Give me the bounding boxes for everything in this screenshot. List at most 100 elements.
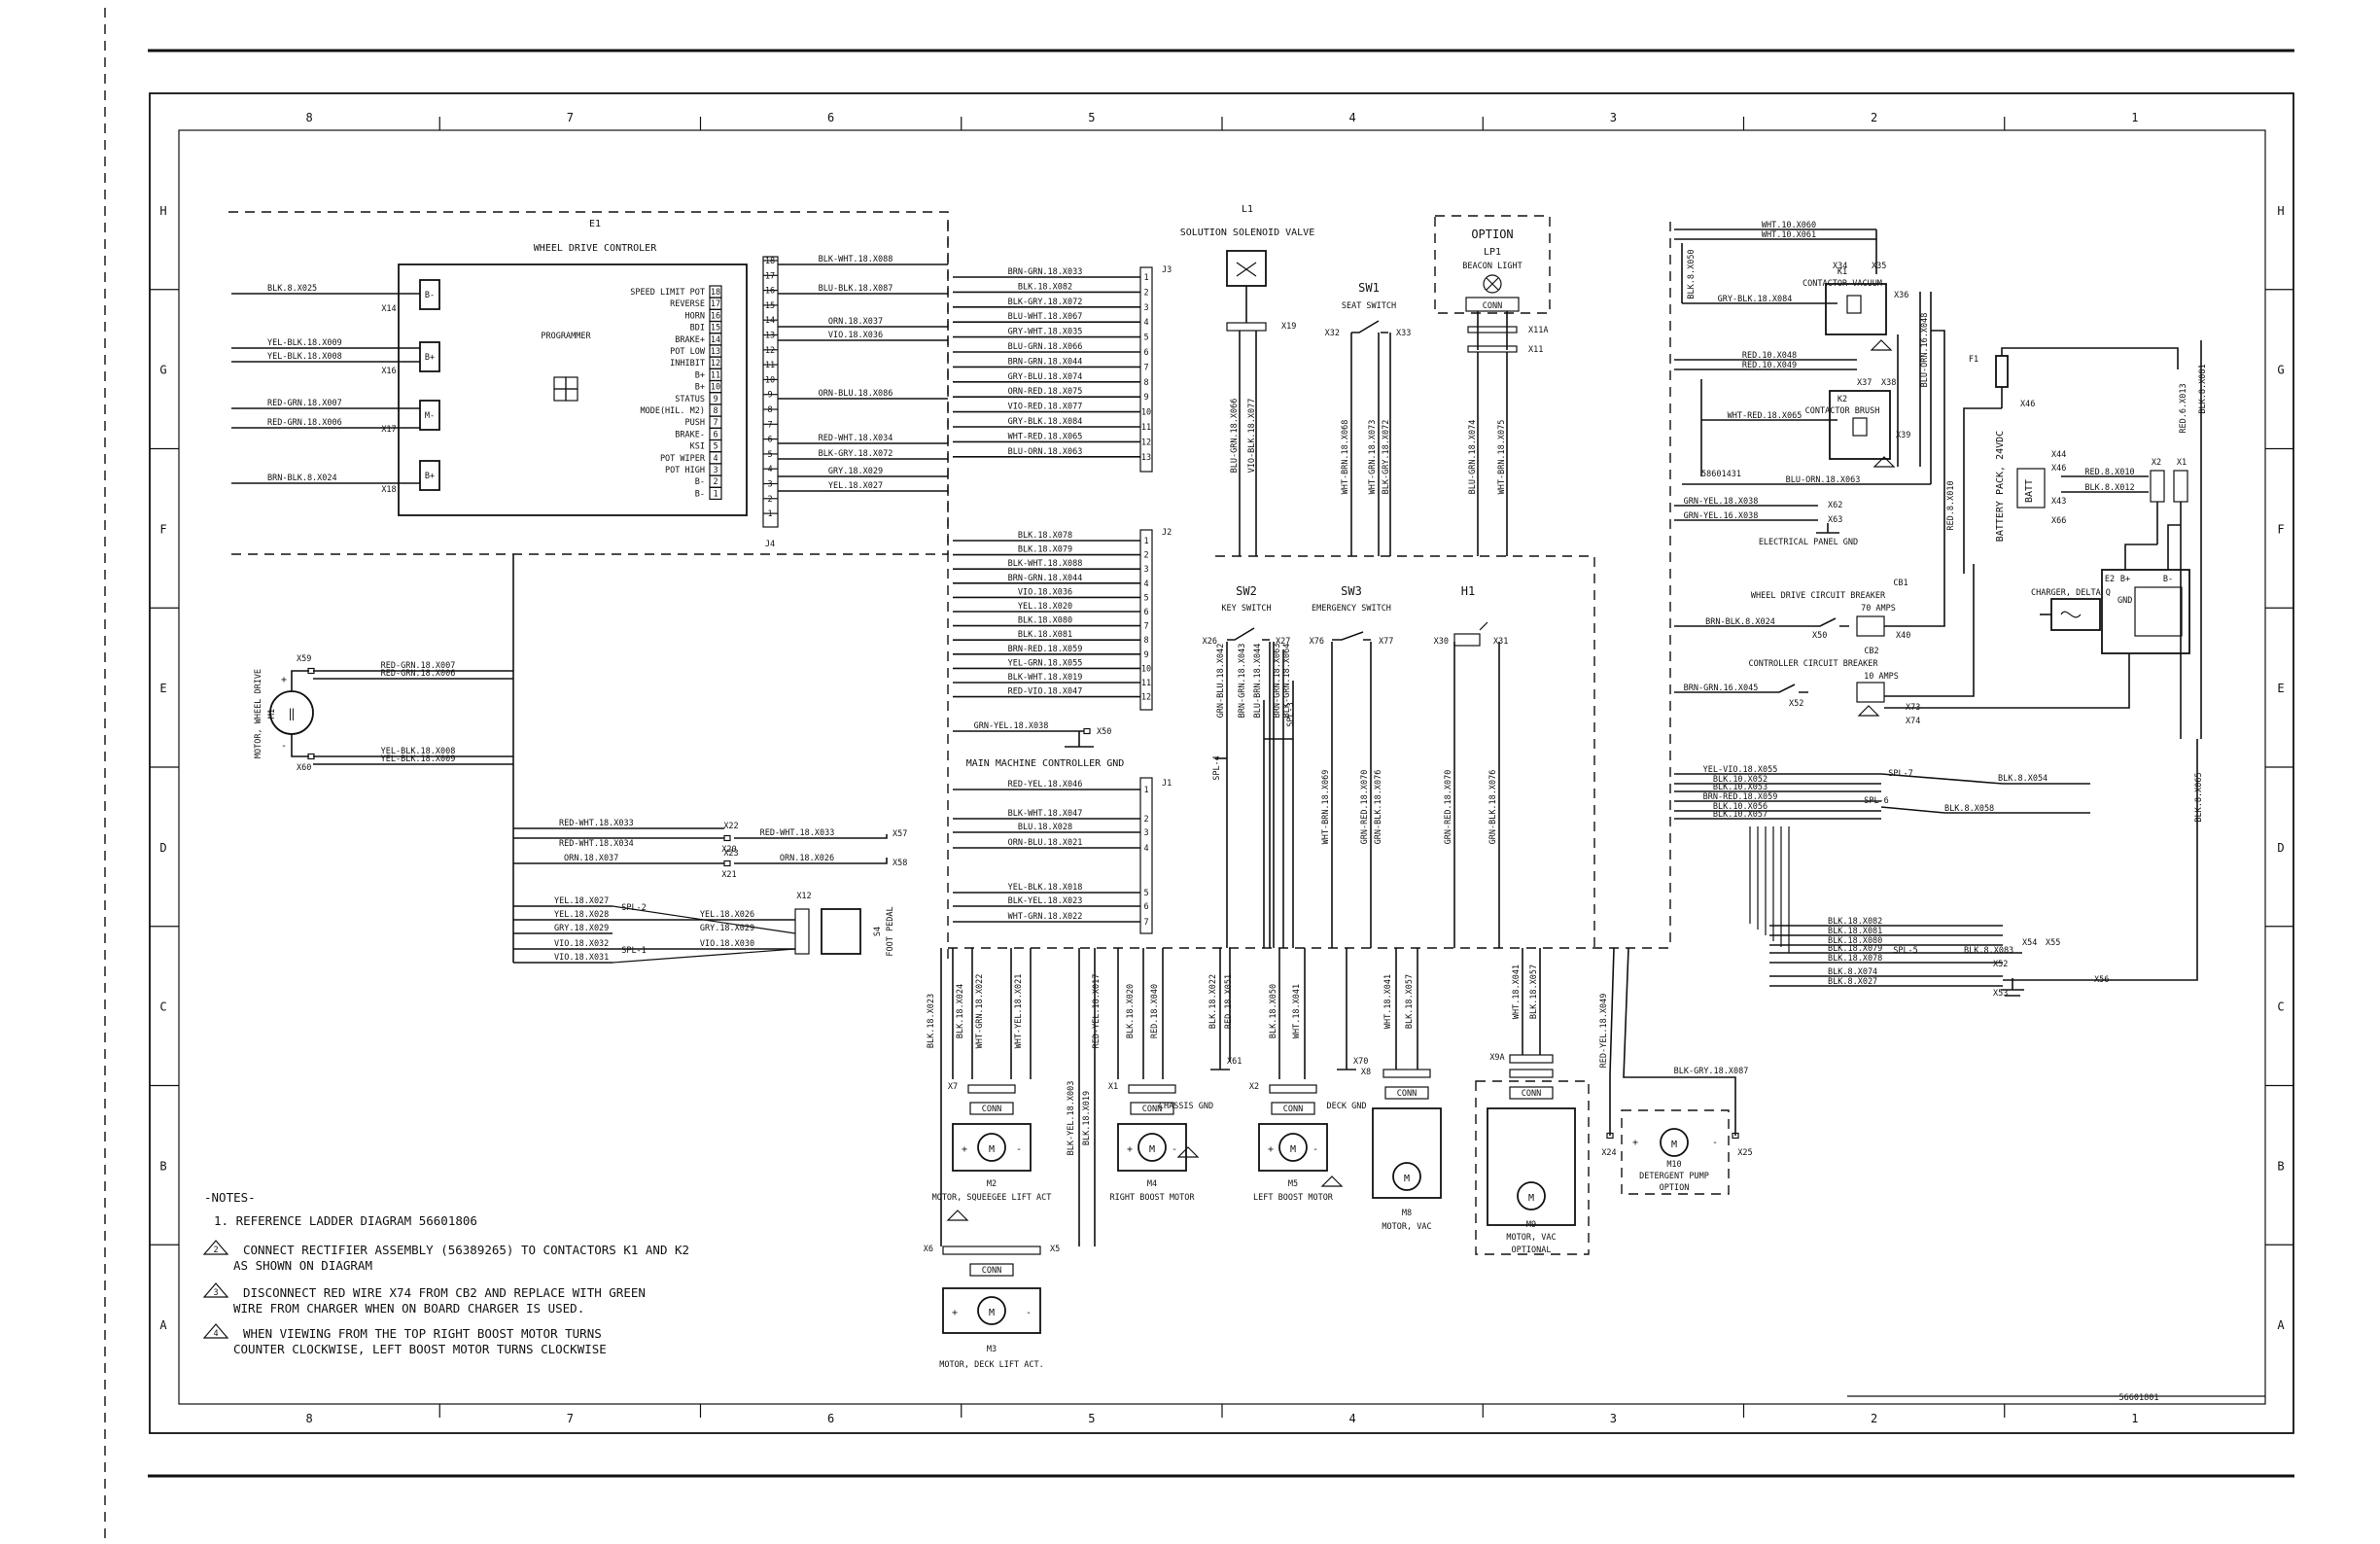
e2-bminus: B- (2163, 575, 2173, 584)
m2-conn (969, 1102, 1014, 1115)
e1-pin-label: STATUS (675, 395, 705, 404)
m10-id: M10 (1666, 1160, 1681, 1170)
zone-col-label: 8 (306, 1412, 313, 1425)
main-gnd-terminal (1083, 727, 1091, 735)
e1-pin-number: 18 (711, 288, 720, 298)
m10-label: DETERGENT PUMP (1639, 1172, 1709, 1181)
k2-id: K2 (1838, 395, 1847, 404)
note-triangle-3 (1857, 705, 1880, 717)
e1-pin-number: 2 (713, 477, 718, 487)
spl-3: SPL-3 (1286, 702, 1296, 727)
e1-pin-number: 3 (713, 466, 718, 475)
j4-pin-number: 15 (765, 301, 775, 311)
e1-pin-label: HORN (685, 311, 705, 321)
j3-wire-label: BLK-GRY.18.X072 (1008, 298, 1083, 307)
h1-x: X30 (1434, 637, 1449, 647)
zone-row-label: H (2277, 204, 2284, 218)
foot-terminal (723, 860, 731, 867)
foot-x: X57 (892, 829, 907, 839)
e1-pin-label: POT LOW (670, 347, 706, 357)
l1-label: SOLUTION SOLENOID VALVE (1180, 228, 1314, 238)
zone-col-label: 3 (1610, 111, 1617, 124)
e1-pin-label: BRAKE- (675, 430, 705, 439)
j2-wire-label: BRN-RED.18.X059 (1008, 645, 1083, 654)
harness-wire-label: WHT.18.X041 (1512, 965, 1522, 1019)
deck-gnd-label: DECK GND (1327, 1102, 1367, 1111)
zone-col-label: 2 (1871, 111, 1877, 124)
zone-col-label: 1 (2131, 111, 2138, 124)
m9-plug (1509, 1069, 1554, 1078)
j1-pin-number: 7 (1143, 918, 1148, 928)
sw2-x: X26 (1203, 637, 1217, 647)
j3-pin-number: 5 (1143, 333, 1148, 343)
j3-label: J3 (1162, 265, 1172, 275)
batt-wire-label: RED.8.X010 (1946, 480, 1956, 530)
m1-x: X59 (297, 654, 311, 664)
batt-x: X46 (2051, 464, 2066, 474)
e1-programmer-icon (553, 388, 567, 402)
m9-x: X9A (1489, 1053, 1504, 1063)
notes-header: -NOTES- (204, 1190, 256, 1205)
j1-wire-label: BLK-WHT.18.X047 (1008, 809, 1083, 819)
m3-x: X5 (1050, 1245, 1060, 1254)
e1-port-x: X16 (381, 367, 396, 376)
j2-pin-number: 3 (1143, 565, 1148, 575)
m8-x: X8 (1361, 1068, 1371, 1077)
j3-wire-label: BRN-GRN.18.X044 (1008, 357, 1083, 367)
e1-left-wire-label: YEL-BLK.18.X008 (267, 352, 342, 362)
m10-minus: - (1712, 1138, 1718, 1148)
m3-label: MOTOR, DECK LIFT ACT. (939, 1360, 1043, 1370)
zone-col-label: 3 (1610, 1412, 1617, 1425)
j3-pin-number: 9 (1143, 393, 1148, 403)
center-dashed-box (1215, 555, 1595, 948)
note-triangle-2 (1872, 456, 1896, 468)
zone-col-label: 5 (1088, 111, 1095, 124)
spl-2: SPL-2 (621, 903, 647, 913)
right-bus-wire (1880, 773, 2090, 785)
cb1-x: X40 (1896, 631, 1910, 641)
sw1-x: X33 (1396, 329, 1411, 338)
j2-pin-number: 5 (1143, 593, 1148, 603)
batt-wire-label: BLK.8.X012 (2084, 483, 2134, 493)
note-triangle-2 (1870, 339, 1893, 351)
sw1-x: X32 (1325, 329, 1340, 338)
note-triangle (202, 1240, 229, 1255)
k-x: X36 (1894, 291, 1908, 300)
right-bus-wire-label: BLK.10.X057 (1713, 810, 1768, 820)
f1-x: X46 (2020, 400, 2035, 409)
cb1-switch (1812, 617, 1849, 627)
j1-wire-label: WHT-GRN.18.X022 (1008, 912, 1083, 922)
vert-wire-label: GRN-BLU.18.X042 (1216, 644, 1226, 719)
j1-pin-number: 3 (1143, 828, 1148, 838)
k2-body (1829, 390, 1891, 460)
e1-left-wire-label: BLK.8.X025 (267, 284, 317, 294)
main-gnd-symbol (1065, 731, 1094, 748)
k1-body (1825, 283, 1887, 335)
m3-x: X6 (924, 1245, 933, 1254)
k-wire-label: RED.10.X048 (1742, 351, 1797, 361)
e1-pin-number: 6 (713, 430, 718, 439)
j4-pin-number: 9 (767, 391, 772, 401)
vert-wire-label: GRN-BLK.18.X076 (1488, 770, 1498, 845)
m2-minus: - (1016, 1144, 1022, 1155)
m10-option: OPTION (1660, 1183, 1690, 1193)
j4-pin-number: 17 (765, 271, 775, 281)
sw1-label: SEAT SWITCH (1342, 301, 1396, 311)
zone-row-label: G (159, 364, 166, 377)
e1-right-wire-label: YEL.18.X027 (828, 481, 883, 491)
harness-wire-label: BLK.18.X057 (1405, 974, 1415, 1029)
m1-wire-label: RED-GRN.18.X007 (381, 661, 456, 671)
vert-wire-label: BLU-GRN.18.X066 (1230, 399, 1240, 474)
e1-port (419, 279, 440, 310)
e1-pin-number: 12 (711, 359, 720, 368)
cb2-wire (1884, 653, 2130, 709)
j3-wire-label: ORN-RED.18.X075 (1008, 387, 1083, 397)
k-x: X37 (1857, 378, 1872, 388)
batt-wire-label: RED.8.X010 (2084, 468, 2134, 477)
sw2-switch (1227, 627, 1270, 641)
m4-conn-label: CONN (1142, 1105, 1162, 1114)
vert-wire-label: BLU-GRN.18.X074 (1468, 420, 1478, 495)
harness-wire-label: RED-YEL.18.X017 (1092, 974, 1102, 1049)
m3-minus: - (1026, 1308, 1032, 1318)
j2-wire-label: BLK.18.X078 (1018, 531, 1072, 541)
